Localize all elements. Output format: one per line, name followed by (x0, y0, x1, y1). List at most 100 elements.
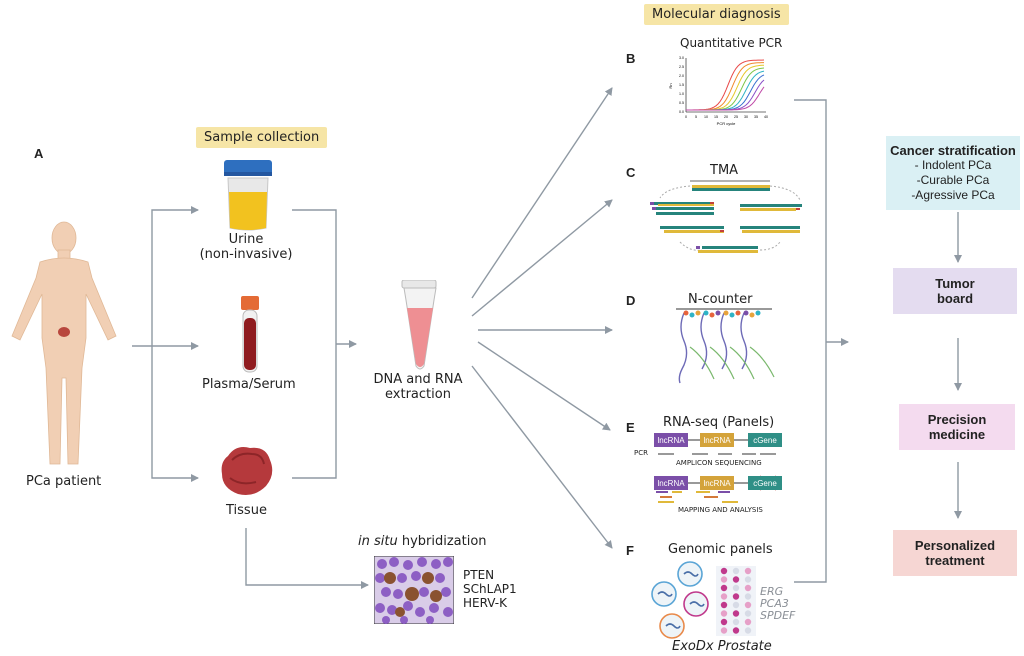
qpcr-xtick: 40 (764, 115, 768, 119)
genomic-panels-title: Genomic panels (668, 542, 773, 557)
microtube-icon (401, 280, 437, 370)
gene-erg: ERG (760, 585, 784, 598)
personalized-line2: treatment (925, 553, 985, 568)
array-dot (720, 576, 728, 583)
qpcr-curve (686, 79, 765, 111)
urine-cup-icon (224, 160, 272, 231)
array-dot (732, 567, 740, 575)
array-dot (744, 610, 752, 617)
precision-line1: Precision (927, 412, 987, 427)
urine-label-line1: Urine (228, 232, 264, 247)
panel-letter-a: A (34, 146, 44, 161)
array-dot (732, 593, 740, 600)
tissue-label: Tissue (226, 503, 267, 518)
panel-letter-f: F (626, 543, 634, 558)
array-dot (732, 584, 740, 592)
ish-gene-schlap1: SChLAP1 (463, 582, 517, 596)
qpcr-xtick: 5 (695, 115, 697, 119)
array-dot (732, 576, 740, 583)
arrow-patient-tissue (151, 346, 199, 482)
extraction-label: DNA and RNA extraction (368, 372, 468, 402)
ish-micrograph (374, 556, 454, 624)
array-dot (720, 618, 728, 626)
amplicon-label: AMPLICON SEQUENCING (676, 459, 762, 467)
sample-collection-tag: Sample collection (196, 127, 328, 148)
qpcr-ytick: 3.0 (679, 56, 684, 60)
qpcr-xlabel: PCR cycle (717, 121, 736, 126)
stratification-item-curable: -Curable PCa (916, 173, 990, 187)
ncounter-title: N-counter (688, 292, 753, 307)
lncrna-box-1: lncRNA (654, 433, 688, 447)
ish-gene-hervk: HERV-K (463, 596, 507, 610)
array-dot (720, 627, 728, 634)
urine-label-line2: (non-invasive) (199, 247, 293, 262)
array-dot (732, 627, 740, 634)
qpcr-xtick: 20 (724, 115, 728, 119)
array-dot (744, 576, 752, 583)
cgene-box-1: cGene (748, 433, 782, 447)
array-dot (720, 601, 728, 609)
personalized-treatment-box: Personalized treatment (893, 530, 1017, 576)
array-dot (744, 601, 752, 609)
qpcr-ytick: 1.5 (679, 83, 684, 87)
arrow-to-genomic (471, 365, 613, 549)
array-dot (732, 610, 740, 617)
marker-genes: ERG PCA3 SPDEF (760, 586, 795, 622)
qpcr-xtick: 0 (685, 115, 687, 119)
ish-gene-list: PTEN SChLAP1 HERV-K (463, 568, 517, 610)
qpcr-xtick: 15 (714, 115, 718, 119)
qpcr-xtick: 10 (704, 115, 708, 119)
arrow-to-rnaseq (477, 341, 611, 431)
tumor-board-box: Tumor board (893, 268, 1017, 314)
lncrna-box-3: lncRNA (654, 476, 688, 490)
cgene-box-2: cGene (748, 476, 782, 490)
qpcr-ytick: 1.0 (679, 92, 684, 96)
tissue-icon (221, 447, 273, 495)
stratification-item-aggressive: -Agressive PCa (911, 188, 995, 202)
extraction-label-line2: extraction (385, 387, 451, 402)
array-dot (744, 593, 752, 600)
qpcr-title: Quantitative PCR (680, 36, 783, 50)
stratification-title: Cancer stratification (890, 143, 1016, 158)
array-dot (720, 567, 728, 575)
pcr-label: PCR (634, 449, 648, 457)
array-dot (744, 618, 752, 626)
qpcr-curve (686, 62, 764, 111)
precision-line2: medicine (928, 427, 986, 442)
array-dot (744, 584, 752, 592)
arrow-to-tma (471, 199, 613, 317)
panel-letter-e: E (626, 420, 635, 435)
ish-title-rest: hybridization (397, 534, 487, 549)
arrow-tissue-ish (245, 528, 369, 589)
array-dot (720, 593, 728, 600)
rnaseq-title: RNA-seq (Panels) (663, 415, 775, 430)
ish-title: in situ hybridization (358, 534, 487, 549)
precision-medicine-box: Precision medicine (899, 404, 1015, 450)
plasma-label: Plasma/Serum (202, 377, 296, 392)
gene-spdef: SPDEF (760, 609, 796, 622)
mapping-label: MAPPING AND ANALYSIS (678, 506, 763, 514)
urine-label: Urine (non-invasive) (196, 232, 296, 262)
qpcr-xtick: 25 (734, 115, 738, 119)
array-dot (744, 627, 752, 634)
arrow-patient-urine (151, 206, 199, 346)
dot-array-icon (716, 566, 756, 636)
array-dot (744, 567, 752, 575)
human-body-icon (11, 221, 117, 465)
panel-letter-b: B (626, 51, 636, 66)
qpcr-xtick: 35 (754, 115, 758, 119)
array-dot (732, 601, 740, 609)
panel-letter-d: D (626, 293, 636, 308)
qpcr-ylabel: Rn (668, 83, 673, 88)
stratification-item-indolent: - Indolent PCa (914, 158, 992, 172)
ncounter-diagram (676, 308, 775, 384)
qpcr-ytick: 2.0 (679, 74, 684, 78)
array-dot (720, 584, 728, 592)
tumor-board-line2: board (936, 291, 974, 306)
exodx-label: ExoDx Prostate (672, 639, 772, 654)
molecular-diagnosis-tag: Molecular diagnosis (644, 4, 789, 25)
qpcr-xtick: 30 (744, 115, 748, 119)
tma-title: TMA (710, 163, 739, 178)
lncrna-box-2: lncRNA (700, 433, 734, 447)
